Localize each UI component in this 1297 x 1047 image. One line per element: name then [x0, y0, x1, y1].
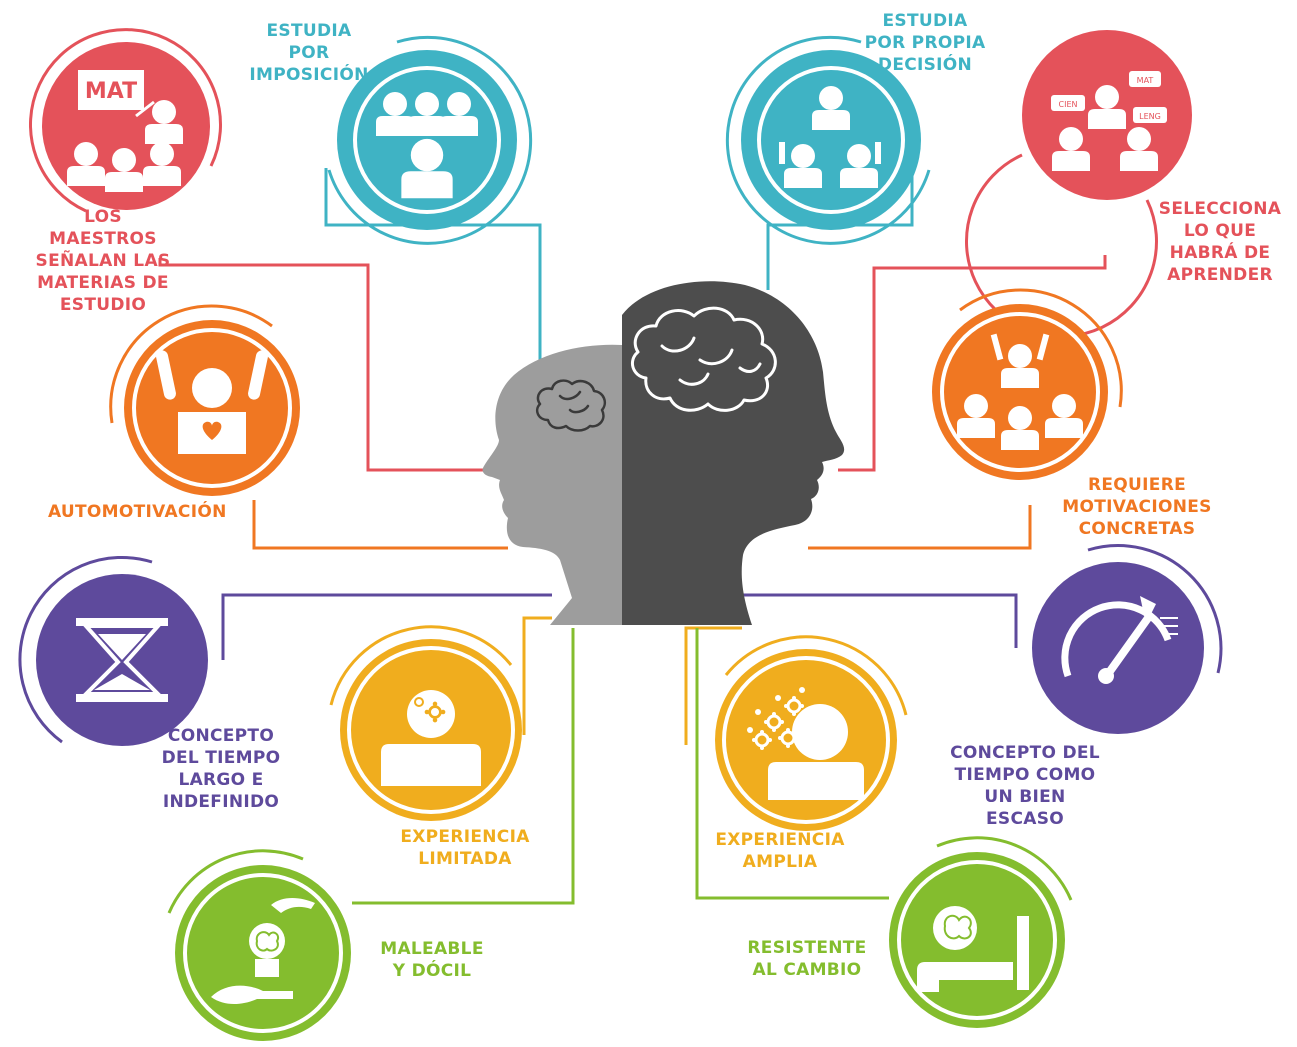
- head-many-gears-icon: [747, 687, 864, 800]
- label-propia: ESTUDIA POR PROPIA DECISIÓN: [864, 11, 986, 75]
- head-light: [482, 344, 622, 625]
- connector-maleable: [352, 628, 575, 905]
- brain-small-icon: [536, 379, 606, 432]
- head-single-gear-icon: [381, 690, 481, 786]
- two-heads-brain-icon: [482, 281, 845, 625]
- choosing-subjects-icon: MAT CIEN LENG: [1051, 71, 1167, 171]
- connector-automotivacion: [252, 500, 508, 550]
- connector-motivaciones: [808, 505, 1032, 550]
- label-maestros: LOS MAESTROS SEÑALAN LAS MATERIAS DE EST…: [35, 207, 171, 315]
- teacher-board-icon: MAT: [67, 70, 183, 192]
- node-propia: [725, 35, 931, 245]
- svg-text:MAT: MAT: [1137, 76, 1154, 85]
- label-exp-amplia: EXPERIENCIA AMPLIA: [715, 830, 845, 872]
- brain-wall-icon: [917, 906, 1029, 992]
- label-resistente: RESISTENTE AL CAMBIO: [747, 938, 867, 980]
- connector-maestros: [158, 258, 506, 472]
- speedometer-icon: [1061, 596, 1178, 684]
- connectors: [158, 168, 1107, 905]
- node-maestros: MAT: [29, 28, 222, 213]
- node-resistente: [889, 836, 1073, 1028]
- connector-selecciona: [838, 255, 1107, 472]
- connector-tiempo-escaso: [742, 593, 1018, 648]
- label-imposicion: ESTUDIA POR IMPOSICIÓN: [249, 21, 369, 85]
- cheering-person-icon: [156, 350, 268, 454]
- head-dark: [622, 281, 845, 625]
- node-motivaciones: [932, 288, 1123, 480]
- label-maleable: MALEABLE Y DÓCIL: [380, 939, 484, 981]
- connector-exp-limitada: [522, 616, 552, 735]
- brain-large-icon: [630, 306, 777, 412]
- hands-brain-icon: [211, 898, 315, 1004]
- label-tiempo-largo: CONCEPTO DEL TIEMPO LARGO E INDEFINIDO: [161, 726, 281, 812]
- hourglass-icon: [76, 618, 168, 702]
- node-tiempo-largo: [18, 555, 208, 746]
- node-automotivacion: [109, 304, 300, 496]
- label-tiempo-escaso: CONCEPTO DEL TIEMPO COMO UN BIEN ESCASO: [950, 743, 1100, 829]
- label-automotivacion: AUTOMOTIVACIÓN: [48, 502, 227, 522]
- node-maleable: [167, 849, 351, 1041]
- connector-exp-amplia: [684, 626, 742, 745]
- label-motivaciones: REQUIERE MOTIVACIONES CONCRETAS: [1062, 475, 1212, 539]
- label-exp-limitada: EXPERIENCIA LIMITADA: [400, 827, 530, 869]
- node-exp-limitada: [329, 625, 522, 821]
- svg-text:LENG: LENG: [1139, 112, 1161, 121]
- svg-text:CIEN: CIEN: [1059, 100, 1078, 109]
- label-selecciona: SELECCIONA LO QUE HABRÁ DE APRENDER: [1158, 199, 1282, 285]
- board-text: MAT: [85, 79, 137, 104]
- node-exp-amplia: [715, 635, 908, 831]
- node-imposicion: [327, 35, 533, 245]
- connector-tiempo-largo: [221, 593, 552, 660]
- connector-resistente: [695, 628, 889, 900]
- node-tiempo-escaso: [1032, 544, 1223, 734]
- students-raising-hands-icon: [779, 86, 881, 188]
- motivator-group-icon: [957, 333, 1083, 450]
- node-selecciona: MAT CIEN LENG: [965, 30, 1192, 338]
